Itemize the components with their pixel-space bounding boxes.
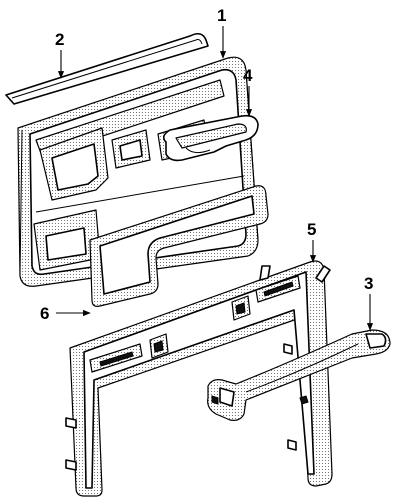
pull-strap-bracket-part (207, 329, 391, 421)
callout-1: 1 (217, 6, 226, 25)
callout-2: 2 (55, 30, 64, 49)
carpet-insert-panel-part (89, 185, 269, 307)
armrest-handle-part (162, 114, 259, 162)
callout-4: 4 (243, 66, 253, 85)
belt-weatherstrip-part (5, 32, 209, 105)
callout-5: 5 (307, 220, 316, 239)
callout-3: 3 (364, 274, 373, 293)
callout-6: 6 (40, 304, 49, 323)
inner-frame-bracket-part (65, 260, 333, 497)
